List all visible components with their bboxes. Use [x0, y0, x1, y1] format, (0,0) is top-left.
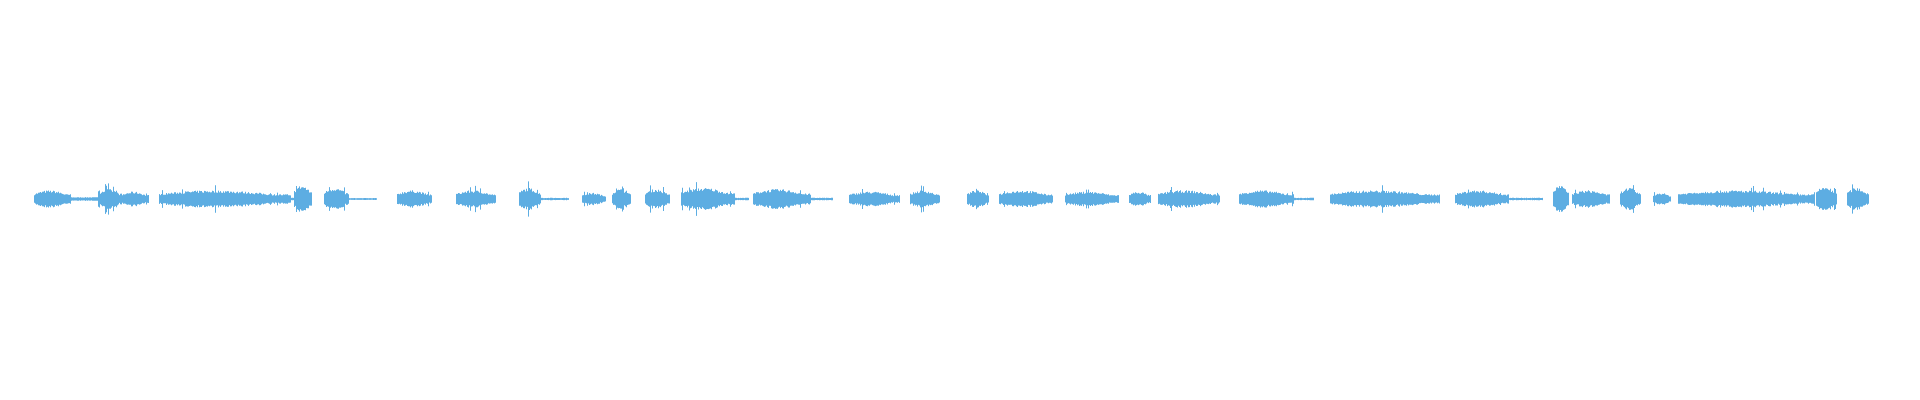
waveform-segment — [1065, 189, 1119, 209]
waveform-segment — [159, 185, 291, 213]
waveform-segment — [811, 197, 833, 201]
waveform-segment — [753, 189, 811, 209]
waveform-segment — [1816, 188, 1837, 210]
waveform-segment — [1678, 186, 1815, 212]
waveform-segment — [1553, 186, 1569, 212]
waveform-segment — [1239, 190, 1294, 208]
waveform-segment — [349, 198, 377, 200]
waveform-segment — [967, 188, 989, 210]
waveform-segment — [681, 182, 735, 216]
waveform-segment — [582, 191, 606, 207]
waveform-segment — [71, 197, 98, 201]
waveform-segment — [1455, 189, 1509, 209]
waveform-segment — [98, 183, 122, 215]
waveform-segment — [456, 185, 496, 213]
waveform-segment — [999, 191, 1053, 207]
waveform-segment — [1330, 185, 1440, 213]
waveform-segment — [1653, 192, 1671, 206]
waveform-segment — [612, 186, 631, 212]
waveform-segment — [122, 191, 149, 207]
waveform-segment — [324, 187, 349, 211]
waveform-segment — [1847, 184, 1869, 214]
waveform-segment — [1620, 185, 1641, 213]
waveform-segment — [1294, 197, 1314, 201]
waveform-segment — [645, 185, 670, 213]
waveform-segment — [735, 197, 749, 201]
waveform-segment — [541, 197, 569, 201]
waveform-segment — [397, 190, 432, 208]
waveform-segment — [849, 189, 900, 209]
waveform-segment — [291, 197, 294, 201]
waveform-segment — [1129, 192, 1151, 206]
waveform-segment — [34, 190, 71, 208]
waveform-segment — [1509, 197, 1543, 201]
waveform-segment — [1158, 187, 1220, 211]
waveform-segment — [294, 186, 312, 212]
waveform-segment — [910, 185, 940, 213]
waveform-segment — [1572, 189, 1610, 209]
waveform-segment — [519, 181, 541, 217]
